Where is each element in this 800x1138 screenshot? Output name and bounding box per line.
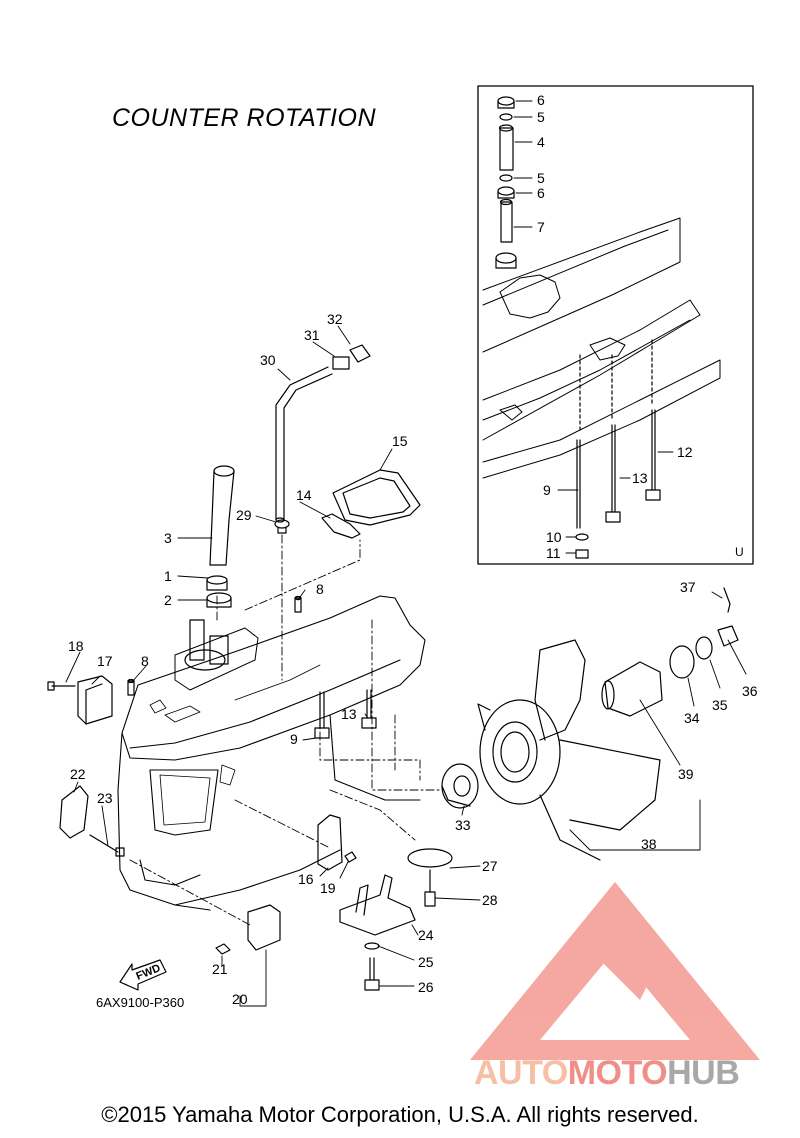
callout-3: 3: [164, 530, 172, 546]
watermark-text: AUTOMOTOHUB: [474, 1054, 740, 1093]
watermark-part3: HUB: [667, 1054, 740, 1092]
callout-33: 33: [455, 817, 471, 833]
callout-17: 17: [97, 653, 113, 669]
anode-16: [317, 814, 357, 871]
assembly-lines: [129, 534, 441, 926]
callout-27: 27: [482, 858, 498, 874]
inset-parts: [495, 96, 661, 559]
water-pump-area: [174, 619, 259, 691]
watermark-part2: MOTO: [567, 1054, 668, 1092]
callout-11: 11: [546, 545, 561, 561]
callout-30: 30: [260, 352, 276, 368]
diagram-title: COUNTER ROTATION: [112, 104, 377, 132]
callout-5b: 5: [537, 170, 545, 186]
callout-35: 35: [712, 697, 728, 713]
callout-2: 2: [164, 592, 172, 608]
copyright-notice: ©2015 Yamaha Motor Corporation, U.S.A. A…: [101, 1102, 699, 1127]
propeller-38: [477, 639, 661, 861]
callout-25: 25: [418, 954, 434, 970]
callout-29: 29: [236, 507, 252, 523]
callout-12: 12: [677, 444, 693, 460]
seal-parts: [206, 575, 232, 608]
callout-34: 34: [684, 710, 700, 726]
gear-case-housing: [117, 595, 426, 911]
inset-leaders: [513, 100, 674, 554]
callout-6a: 6: [537, 92, 545, 108]
callout-1: 1: [164, 568, 172, 584]
thrust-washer-33: [441, 763, 479, 809]
callout-39: 39: [678, 766, 694, 782]
grommet-29: [274, 519, 290, 534]
callout-38: 38: [641, 836, 657, 852]
callout-10: 10: [546, 529, 562, 545]
anode-20: [215, 904, 281, 955]
callout-24: 24: [418, 927, 434, 943]
diagram-code: 6AX9100-P360: [96, 995, 185, 1010]
callout-4: 4: [537, 134, 545, 150]
callout-37: 37: [680, 579, 696, 595]
callout-6b: 6: [537, 185, 545, 201]
callout-9-main: 9: [290, 731, 298, 747]
gasket-15: [332, 469, 421, 526]
propeller-hardware: [601, 587, 739, 717]
callout-8b: 8: [141, 653, 149, 669]
trim-tab-22: [59, 785, 125, 857]
callout-23: 23: [97, 790, 113, 806]
callout-36: 36: [742, 683, 758, 699]
callout-5a: 5: [537, 109, 545, 125]
callout-19: 19: [320, 880, 336, 896]
callout-7: 7: [537, 219, 545, 235]
callout-13-main: 13: [341, 706, 357, 722]
callout-14: 14: [296, 487, 312, 503]
callout-21: 21: [212, 961, 228, 977]
anode-27: [407, 848, 453, 907]
callout-32: 32: [327, 311, 343, 327]
main-bolts: [314, 689, 377, 739]
inset-frame: [477, 85, 754, 565]
gasket-14: [321, 513, 361, 539]
dowel-pins: [127, 595, 302, 696]
callout-28: 28: [482, 892, 498, 908]
callout-20: 20: [232, 991, 248, 1007]
callout-8a: 8: [316, 581, 324, 597]
callout-13-inset: 13: [632, 470, 648, 486]
plate-24: [339, 874, 416, 936]
callout-9-inset: 9: [543, 482, 551, 498]
main-leaders: [65, 325, 747, 1007]
inset-label: U: [735, 545, 744, 559]
callout-31: 31: [304, 327, 320, 343]
callout-26: 26: [418, 979, 434, 995]
fwd-arrow: [119, 959, 167, 991]
watermark-logo: [470, 882, 760, 1060]
inset-upper-casing: [482, 217, 721, 479]
joint-parts: [332, 344, 371, 370]
anode-17: [47, 675, 113, 725]
callout-16: 16: [298, 871, 314, 887]
watermark-part1: AUTO: [474, 1054, 568, 1092]
water-tube: [209, 465, 235, 566]
callout-22: 22: [70, 766, 86, 782]
bolt-26: [364, 942, 380, 991]
callout-18: 18: [68, 638, 84, 654]
callout-15: 15: [392, 433, 408, 449]
callout-labels: 6 5 4 5 6 7 12 13 9 10 11 32 31 30 15 14…: [68, 92, 758, 1007]
